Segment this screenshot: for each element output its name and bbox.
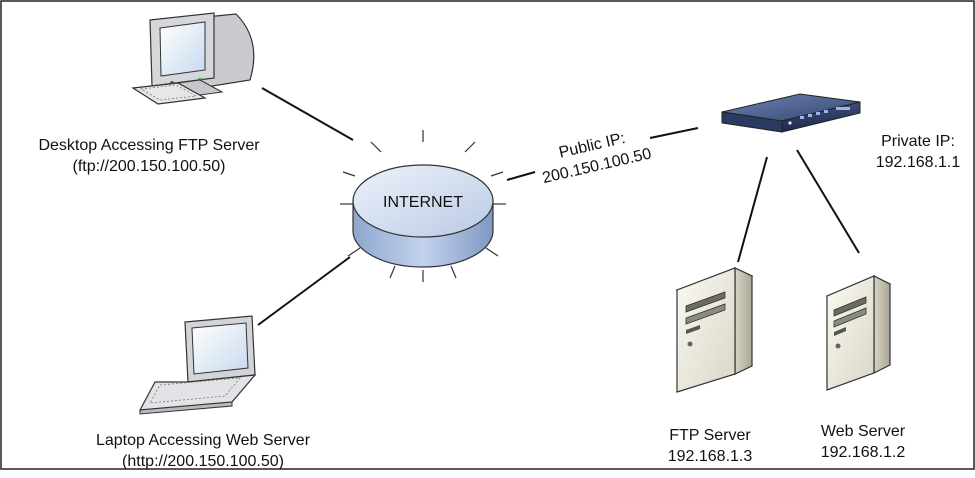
link-desktop-internet: [261, 87, 354, 141]
link-laptop-internet: [257, 256, 351, 326]
link-internet-publicip: [506, 171, 536, 181]
web-server-title: Web Server: [820, 423, 906, 440]
private-ip-address: 192.168.1.1: [875, 154, 961, 171]
laptop-icon: [138, 315, 257, 415]
ftp-server-title: FTP Server: [669, 427, 751, 444]
private-ip-title: Private IP:: [881, 133, 955, 150]
router-icon: [721, 93, 861, 133]
connection-lines: [257, 87, 860, 326]
internet-cloud-icon: [340, 130, 506, 282]
laptop-label-url: (http://200.150.100.50): [122, 453, 284, 470]
laptop-label: Laptop Accessing Web Server (http://200.…: [60, 430, 346, 472]
ftp-server-icon: [675, 267, 754, 393]
desktop-label-title: Desktop Accessing FTP Server: [38, 137, 260, 154]
link-router-web: [796, 149, 860, 254]
laptop-label-title: Laptop Accessing Web Server: [95, 432, 311, 449]
desktop-label: Desktop Accessing FTP Server (ftp://200.…: [4, 135, 294, 177]
desktop-label-url: (ftp://200.150.100.50): [72, 158, 226, 175]
link-router-ftp: [737, 156, 768, 263]
web-server-address: 192.168.1.2: [820, 444, 906, 461]
web-server-icon: [825, 275, 892, 391]
ftp-server-label: FTP Server 192.168.1.3: [650, 425, 770, 467]
private-ip-label: Private IP: 192.168.1.1: [866, 131, 970, 173]
desktop-computer-icon: [131, 12, 255, 105]
ftp-server-address: 192.168.1.3: [667, 448, 753, 465]
internet-label: INTERNET: [383, 194, 463, 211]
link-publicip-router: [649, 127, 699, 139]
web-server-label: Web Server 192.168.1.2: [803, 421, 923, 463]
